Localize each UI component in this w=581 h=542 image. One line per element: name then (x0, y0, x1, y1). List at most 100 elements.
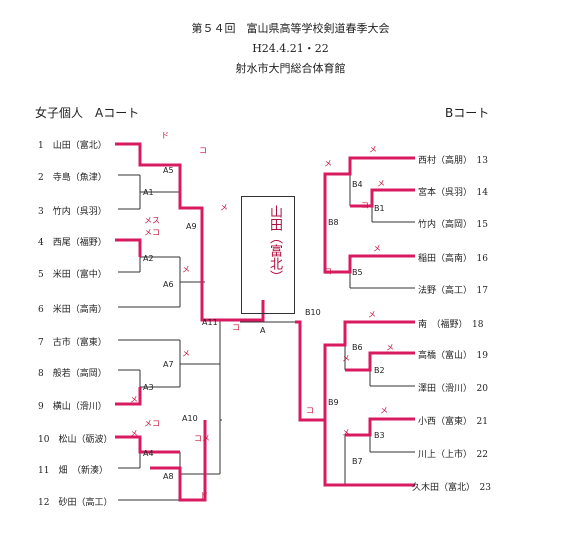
score-mark: メ (369, 145, 377, 154)
match-label: A3 (143, 383, 154, 392)
player-name: 砂田（高工） (58, 498, 113, 508)
match-label: B2 (374, 366, 385, 375)
tournament-date: H24.4.21・22 (252, 42, 329, 55)
player-name: 般若（高岡） (52, 369, 107, 379)
player-seed: 1 (38, 141, 44, 151)
player-name: 南 （福野） (418, 320, 464, 330)
player-seed: 10 (38, 435, 50, 445)
score-mark: メ (377, 179, 385, 188)
match-label: A4 (143, 449, 154, 458)
player-seed: 22 (476, 450, 488, 460)
player-seed: 15 (476, 220, 488, 230)
player-name: 澤田（滑川） (418, 384, 468, 394)
match-label: B7 (352, 457, 363, 466)
player-seed: 3 (38, 207, 44, 217)
match-label: A11 (202, 318, 218, 327)
player-seed: 7 (38, 338, 44, 348)
player-name: 畑 （新湊） (58, 466, 108, 476)
score-mark: コ (361, 201, 369, 210)
match-label: A7 (163, 360, 174, 369)
player-name: 久木田（富北） (412, 483, 471, 493)
player-name: 川上（上市） (418, 450, 468, 460)
score-mark: メ (220, 203, 228, 212)
player-seed: 20 (476, 384, 488, 394)
score-mark: ド (161, 131, 169, 140)
score-mark: メ (386, 343, 394, 352)
match-label: B9 (328, 398, 339, 407)
score-mark: ド (200, 491, 208, 500)
score-mark: メ (182, 265, 190, 274)
match-label: B3 (374, 431, 385, 440)
match-label: A8 (163, 472, 174, 481)
player-name: 山田（富北） (52, 141, 107, 151)
player-seed: 19 (476, 351, 488, 361)
player-seed: 2 (38, 173, 44, 183)
player-name: 竹内（呉羽） (52, 207, 107, 217)
player-name: 古市（富東） (52, 338, 107, 348)
score-mark: コメ (194, 434, 210, 443)
player-name: 法野（高工） (418, 286, 468, 296)
player-seed: 23 (479, 483, 491, 493)
match-label: A1 (143, 188, 154, 197)
score-mark: コ (199, 146, 207, 155)
match-label: B8 (328, 218, 339, 227)
player-name: 寺島（魚津） (52, 173, 107, 183)
player-name: 竹内（高岡） (418, 220, 468, 230)
score-mark: メ (130, 395, 138, 404)
match-label: A10 (182, 414, 198, 423)
score-mark: メ (130, 429, 138, 438)
score-mark: メ (342, 354, 350, 363)
player-seed: 12 (38, 498, 50, 508)
score-mark: メコ (144, 228, 160, 237)
player-seed: 16 (476, 254, 488, 264)
player-seed: 5 (38, 270, 44, 280)
score-mark: メ (368, 310, 376, 319)
player-name: 横山（滑川） (52, 402, 107, 412)
section-right-title: Bコート (445, 106, 490, 120)
player-seed: 13 (476, 156, 488, 166)
tournament-title: 第５４回 富山県高等学校剣道春季大会 (191, 22, 390, 35)
score-mark: メ (380, 406, 388, 415)
score-mark: メコ (144, 419, 160, 428)
player-seed: 17 (476, 286, 488, 296)
player-seed: 11 (38, 466, 50, 476)
match-label: B1 (374, 204, 385, 213)
player-name: 西村（高朋） (418, 156, 468, 166)
score-mark: コ (232, 323, 240, 332)
player-name: 松山（砺波） (58, 435, 113, 445)
player-name: 高橋（富山） (418, 351, 468, 361)
player-seed: 4 (38, 238, 44, 248)
tournament-venue: 射水市大門総合体育館 (235, 62, 346, 75)
match-label: A6 (163, 280, 174, 289)
section-left-title: 女子個人 Aコート (35, 106, 140, 120)
player-name: 米田（高南） (52, 305, 107, 315)
player-seed: 9 (38, 402, 44, 412)
player-seed: 14 (476, 188, 488, 198)
score-mark: メ (342, 428, 350, 437)
match-label: B5 (352, 268, 363, 277)
match-label: A (260, 326, 266, 335)
score-mark: コ (306, 406, 314, 415)
score-mark: メ (373, 244, 381, 253)
player-seed: 8 (38, 369, 44, 379)
player-name: 稲田（高南） (418, 254, 468, 264)
winner-box: 山田（富北） (241, 196, 295, 314)
match-label: B10 (305, 308, 321, 317)
player-seed: 21 (476, 417, 488, 427)
score-mark: コ (324, 267, 332, 276)
match-label: A5 (163, 166, 174, 175)
player-name: 米田（富中） (52, 270, 107, 280)
match-label: A2 (143, 254, 154, 263)
player-name: 小西（富東） (418, 417, 468, 427)
score-mark: メ (324, 159, 332, 168)
winner-name: 山田（富北） (267, 205, 282, 283)
score-mark: メ (182, 349, 190, 358)
score-mark: メス (144, 216, 160, 225)
player-name: 西尾（福野） (52, 238, 107, 248)
match-label: B4 (352, 180, 363, 189)
match-label: B6 (352, 343, 363, 352)
player-name: 宮本（呉羽） (418, 188, 468, 198)
player-seed: 18 (472, 320, 484, 330)
player-seed: 6 (38, 305, 44, 315)
